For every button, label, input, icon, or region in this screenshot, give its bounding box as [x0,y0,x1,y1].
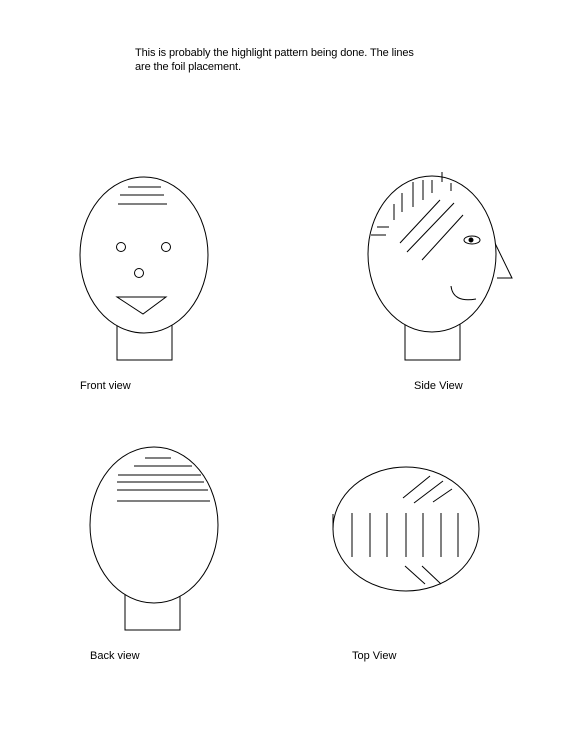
side-nose [491,236,513,279]
caption-line-2: are the foil placement. [135,61,241,73]
top-foil-lines [351,475,459,585]
top-view-figure [332,466,480,592]
caption-line-1: This is probably the highlight pattern b… [135,47,414,59]
side-mouth [450,285,477,301]
front-mouth [115,296,168,315]
side-eye [463,235,481,245]
front-view-label: Front view [80,380,131,392]
back-foil-lines [117,457,210,502]
top-view-label: Top View [352,650,397,662]
front-left-eye [116,242,126,252]
side-pupil [468,237,474,243]
back-view-figure [89,446,219,631]
side-view-figure [367,172,513,361]
front-nose [134,268,144,278]
front-view-figure [79,176,209,361]
back-view-label: Back view [90,650,140,662]
front-right-eye [161,242,171,252]
front-foil-lines [118,186,167,205]
diagram-caption: This is probably the highlight pattern b… [135,46,465,74]
side-foil-lines [371,172,464,261]
back-head [89,446,219,604]
side-head [367,175,497,333]
front-head [79,176,209,334]
side-view-label: Side View [414,380,463,392]
